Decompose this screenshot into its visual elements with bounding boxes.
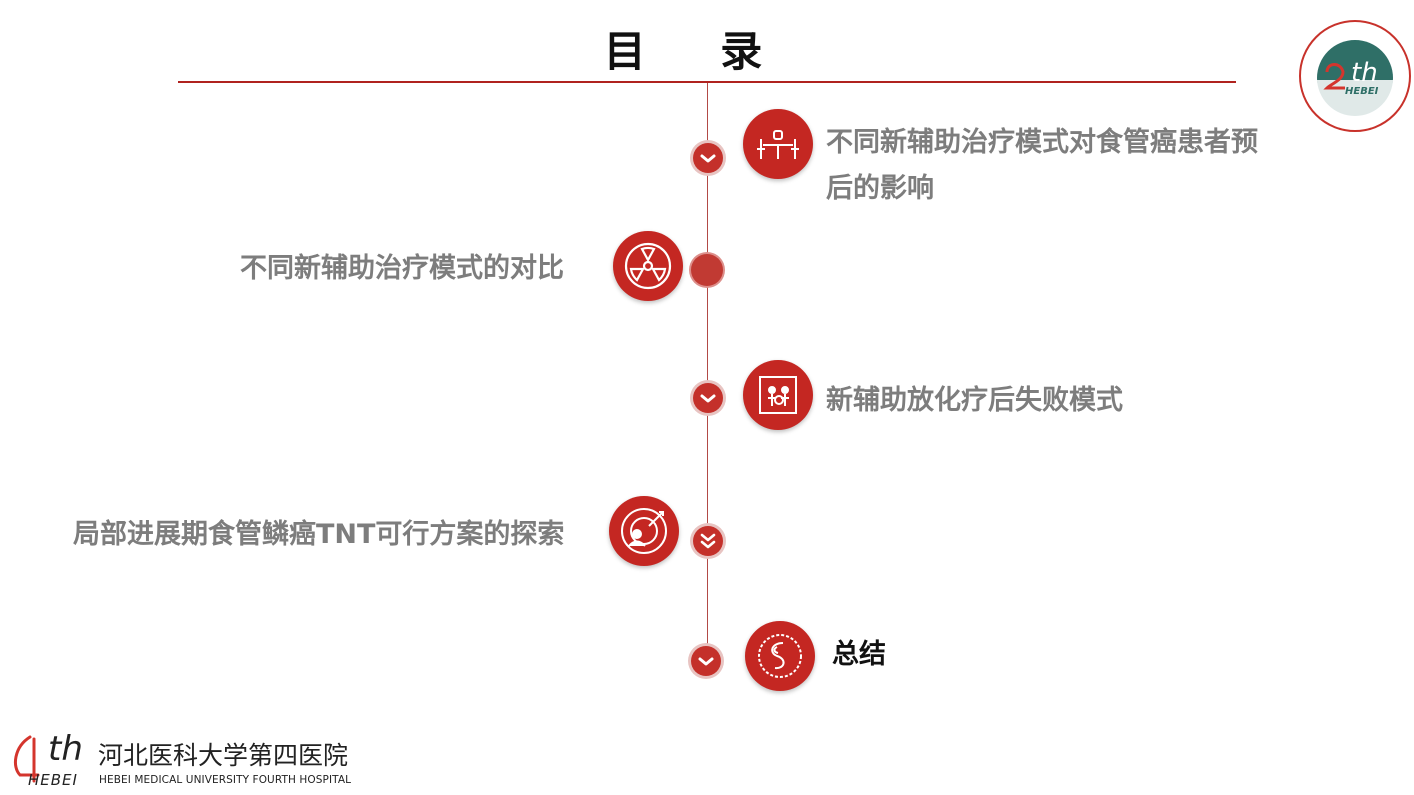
seal-mark: th: [1351, 58, 1378, 88]
chevron-down-icon[interactable]: [693, 383, 723, 413]
title-divider: [178, 81, 1236, 83]
chevron-down-icon[interactable]: [693, 143, 723, 173]
chevron-down-icon[interactable]: [691, 646, 721, 676]
radiation-icon[interactable]: [613, 231, 683, 301]
hospital-logo: th HEBEI: [8, 729, 94, 791]
timeline-node-active[interactable]: [691, 254, 723, 286]
stomach-icon[interactable]: [745, 621, 815, 691]
hospital-seal-logo: th HEBEI: [1299, 20, 1411, 132]
seal-mark-sub: HEBEI: [1345, 86, 1379, 97]
double-chevron-down-icon[interactable]: [693, 526, 723, 556]
item-5-label[interactable]: 总结: [832, 639, 886, 670]
item-3-label[interactable]: 新辅助放化疗后失败模式: [826, 385, 1123, 416]
item-2-label[interactable]: 不同新辅助治疗模式的对比: [240, 253, 564, 284]
footer-logo-sub: HEBEI: [28, 771, 78, 789]
footer-logo-mark: th: [48, 729, 83, 769]
footer-hospital-name-en: HEBEI MEDICAL UNIVERSITY FOURTH HOSPITAL: [99, 774, 352, 786]
target-person-icon[interactable]: [609, 496, 679, 566]
page-title: 目 录: [603, 27, 793, 76]
item-4-label[interactable]: 局部进展期食管鳞癌TNT可行方案的探索: [73, 519, 565, 550]
item-1-label[interactable]: 不同新辅助治疗模式对食管癌患者预: [826, 127, 1258, 158]
item-1-label-line2[interactable]: 后的影响: [826, 173, 934, 204]
dinner-table-icon[interactable]: [743, 109, 813, 179]
timeline-line: [707, 83, 708, 668]
money-exchange-icon[interactable]: [743, 360, 813, 430]
footer-hospital-name-cn: 河北医科大学第四医院: [98, 741, 349, 770]
